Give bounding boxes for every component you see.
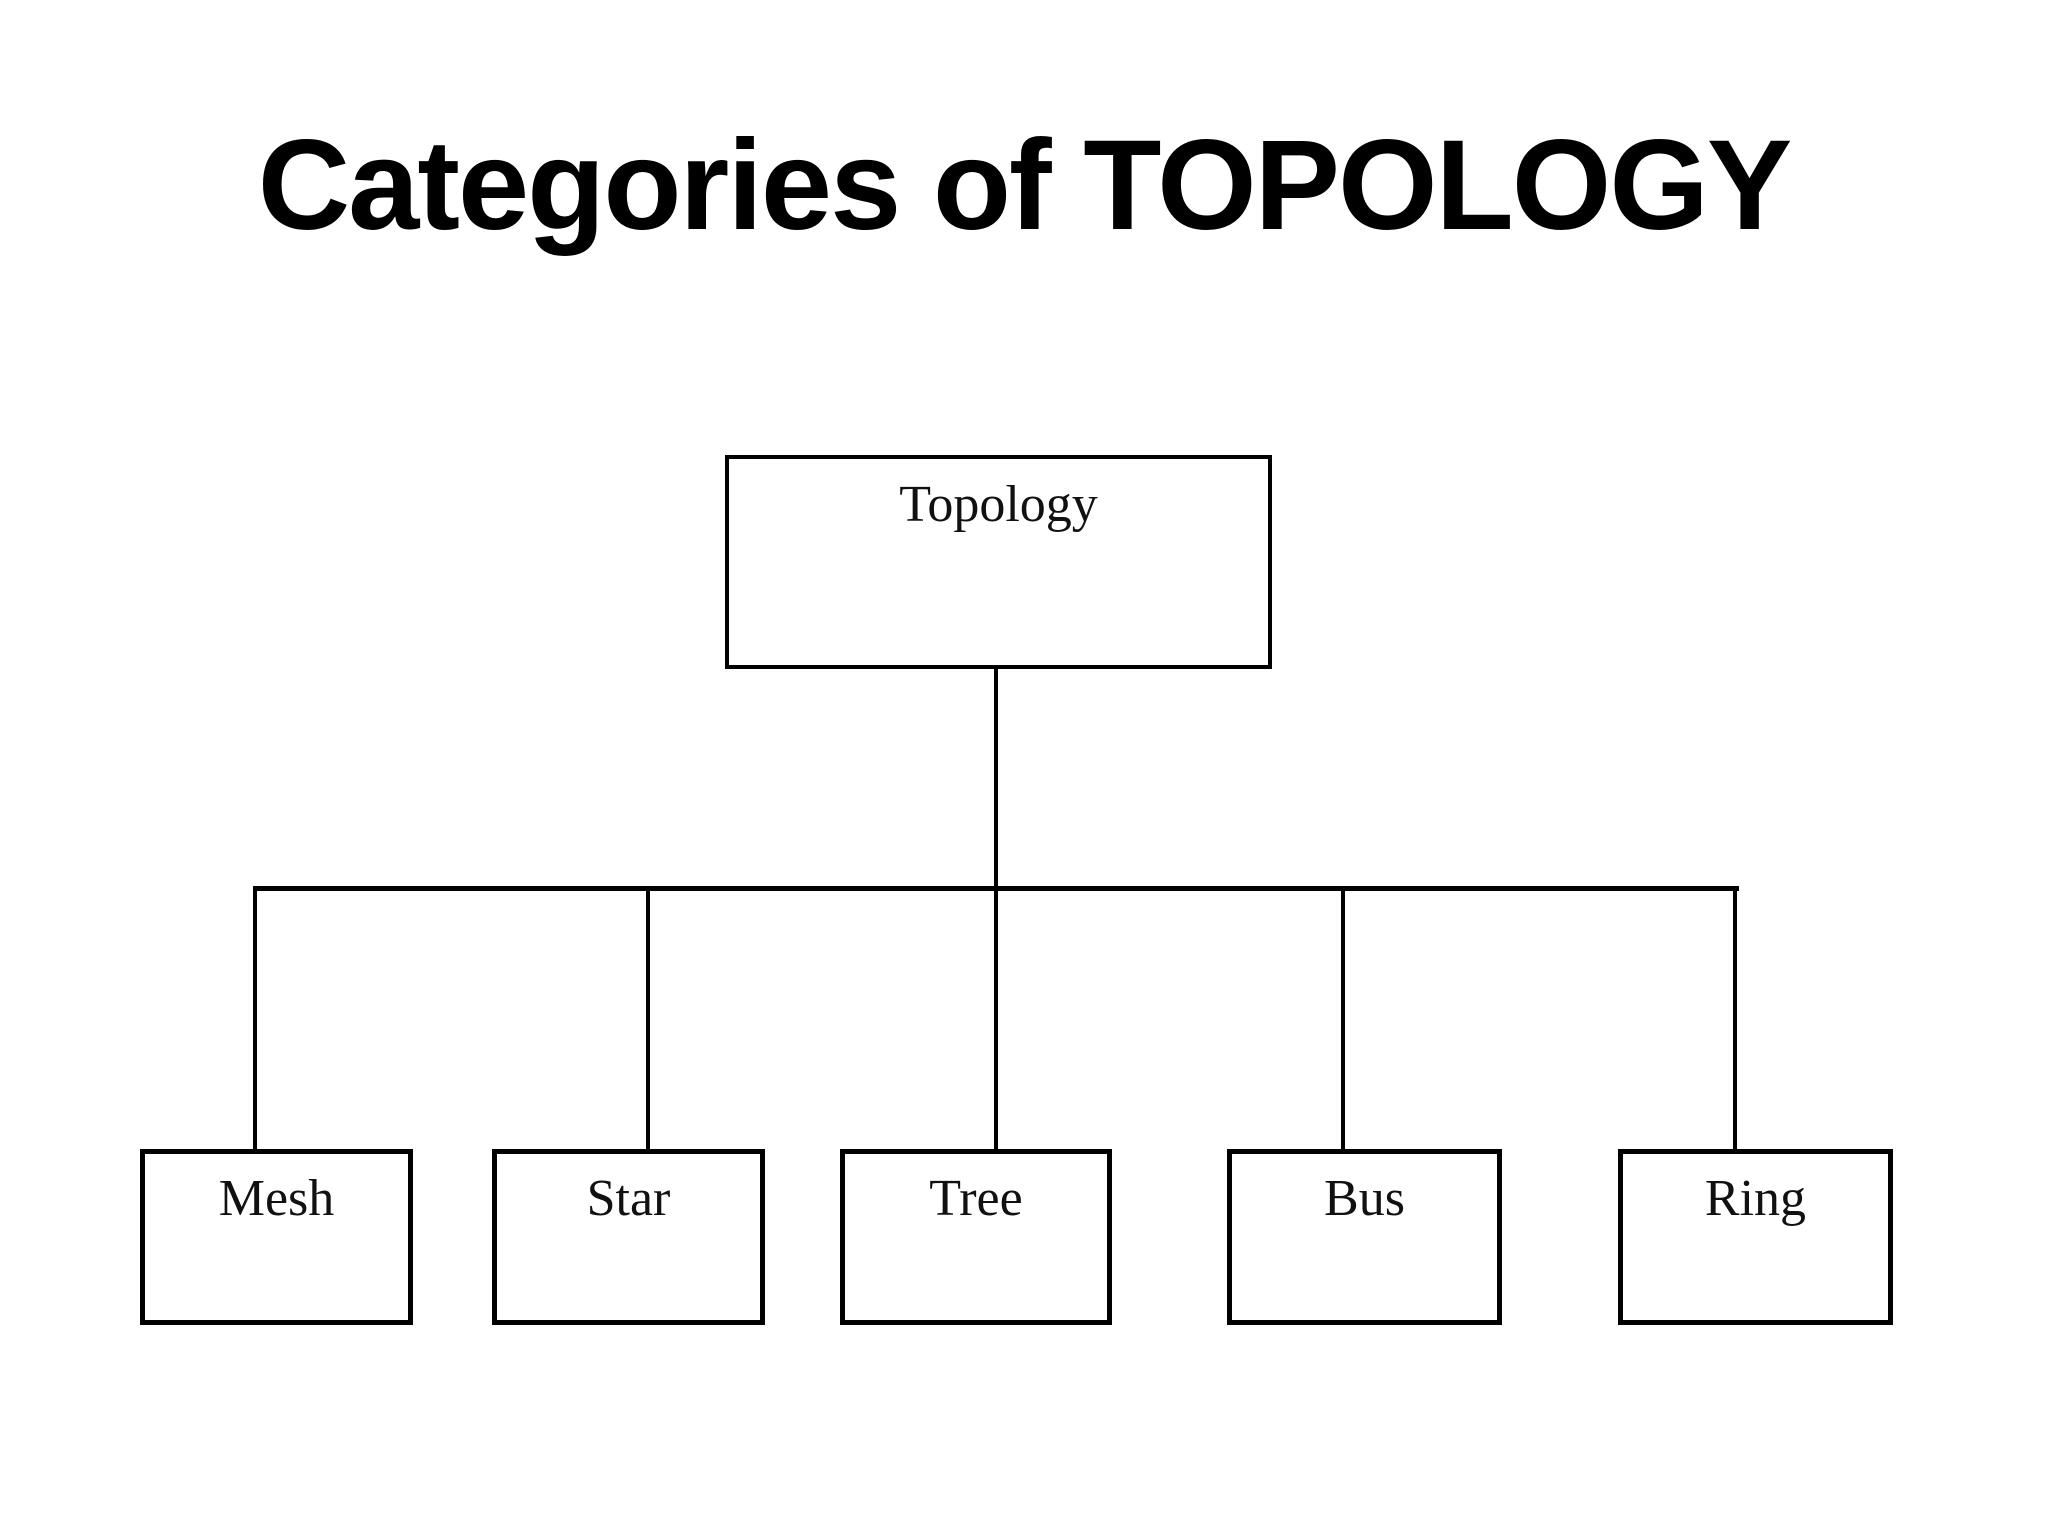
node-star: Star — [492, 1149, 765, 1325]
node-bus: Bus — [1227, 1149, 1502, 1325]
node-ring-label: Ring — [1704, 1170, 1807, 1227]
node-topology-label: Topology — [899, 476, 1098, 533]
connector-drop-mesh — [253, 888, 257, 1149]
node-bus-label: Bus — [1324, 1170, 1405, 1227]
connector-drop-star — [646, 888, 650, 1149]
node-tree: Tree — [840, 1149, 1112, 1325]
slide-title: Categories of TOPOLOGY — [257, 114, 1793, 257]
connector-drop-ring — [1733, 888, 1737, 1149]
node-mesh-label: Mesh — [218, 1170, 335, 1227]
node-tree-label: Tree — [929, 1170, 1023, 1227]
connector-trunk-tree — [994, 669, 998, 1149]
connector-drop-bus — [1341, 888, 1345, 1149]
node-ring: Ring — [1618, 1149, 1893, 1325]
node-topology: Topology — [725, 455, 1272, 669]
node-mesh: Mesh — [140, 1149, 413, 1325]
node-star-label: Star — [586, 1170, 671, 1227]
connector-horizontal-bar — [253, 886, 1739, 891]
